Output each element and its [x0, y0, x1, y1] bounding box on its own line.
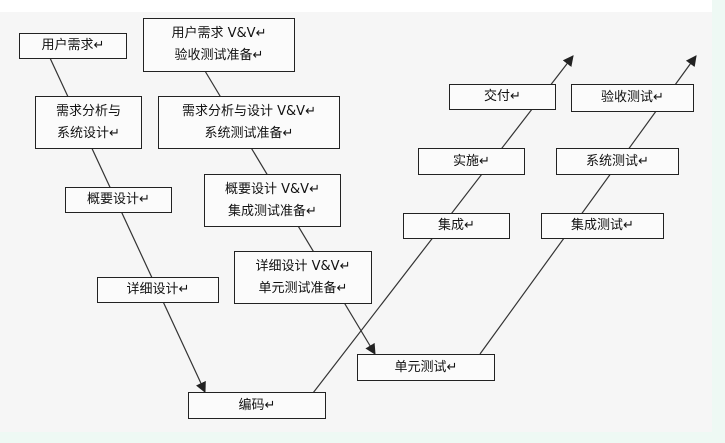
box-user-requirements-vv: 用户需求 V&V↵ 验收测试准备↵ [143, 18, 295, 72]
label: 用户需求↵ [41, 38, 105, 53]
label: 编码↵ [238, 397, 276, 413]
box-outline-design-vv: 概要设计 V&V↵ 集成测试准备↵ [204, 174, 341, 227]
box-integration-test: 集成测试↵ [541, 213, 664, 239]
top-band [0, 0, 712, 12]
label-line2: 系统设计↵ [57, 125, 120, 141]
box-requirements-analysis: 需求分析与 系统设计↵ [35, 96, 142, 149]
label-line1: 概要设计 V&V↵ [225, 181, 320, 197]
label: 单元测试↵ [394, 359, 458, 375]
label-line1: 需求分析与 [55, 103, 121, 119]
label-line2: 系统测试准备↵ [204, 125, 294, 141]
box-user-requirements: 用户需求↵ [19, 33, 127, 59]
label: 系统测试↵ [586, 153, 649, 169]
label: 集成↵ [438, 218, 475, 233]
box-integration: 集成↵ [403, 213, 510, 239]
box-detail-design: 详细设计↵ [97, 277, 219, 303]
label: 实施↵ [453, 153, 490, 169]
label: 概要设计↵ [87, 192, 150, 207]
box-implementation: 实施↵ [418, 148, 525, 175]
label: 集成测试↵ [571, 218, 634, 233]
label: 验收测试↵ [601, 90, 664, 105]
box-system-test: 系统测试↵ [556, 148, 679, 175]
label-line1: 需求分析与设计 V&V↵ [182, 103, 316, 119]
box-unit-test: 单元测试↵ [357, 354, 495, 381]
box-handover: 交付↵ [449, 84, 556, 110]
box-acceptance-test: 验收测试↵ [571, 84, 694, 112]
label-line2: 验收测试准备↵ [174, 48, 264, 63]
label: 详细设计↵ [126, 282, 190, 297]
box-detail-design-vv: 详细设计 V&V↵ 单元测试准备↵ [234, 251, 372, 304]
box-outline-design: 概要设计↵ [65, 187, 172, 213]
label-line1: 详细设计 V&V↵ [255, 258, 351, 274]
label: 交付↵ [484, 89, 521, 104]
label-line2: 单元测试准备↵ [258, 280, 348, 296]
box-coding: 编码↵ [188, 392, 326, 419]
box-analysis-vv: 需求分析与设计 V&V↵ 系统测试准备↵ [158, 96, 340, 149]
label-line1: 用户需求 V&V↵ [171, 26, 267, 41]
label-line2: 集成测试准备↵ [228, 203, 317, 219]
